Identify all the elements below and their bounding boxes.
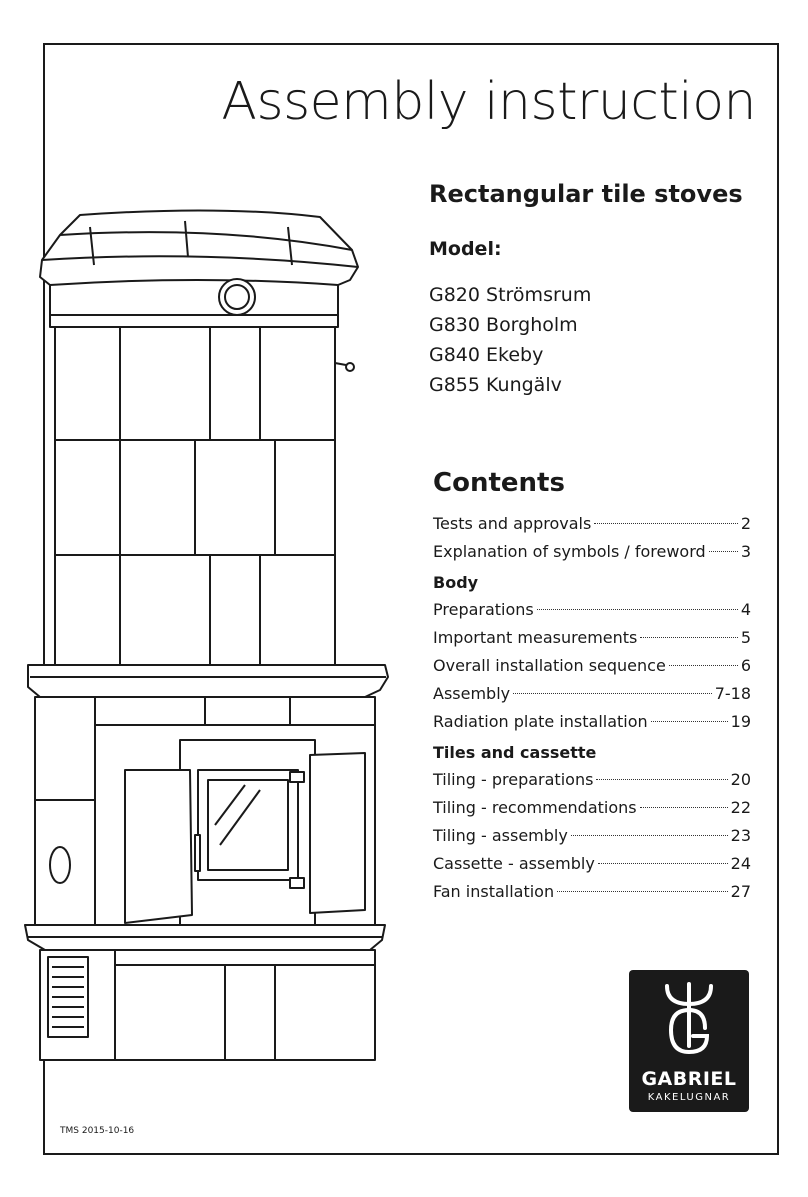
gabriel-logo: GABRIEL KAKELUGNAR <box>629 970 749 1112</box>
model-item: G830 Borgholm <box>429 314 578 336</box>
toc-leader <box>650 721 728 722</box>
toc-leader <box>557 891 728 892</box>
model-list: G820 Strömsrum G830 Borgholm G840 Ekeby … <box>429 280 591 400</box>
toc-label: Tiling - preparations <box>433 770 594 789</box>
toc-entry: Cassette - assembly 24 <box>433 850 751 878</box>
model-item: G855 Kungälv <box>429 374 562 396</box>
toc-label: Assembly <box>433 684 511 703</box>
document-code: TMS 2015-10-16 <box>60 1126 135 1136</box>
toc-entry: Preparations 4 <box>433 596 751 624</box>
toc-entry: Tiling - preparations 20 <box>433 766 751 794</box>
toc-label: Preparations <box>433 600 534 619</box>
model-item: G820 Strömsrum <box>429 284 592 306</box>
toc-entry: Fan installation 27 <box>433 878 751 906</box>
logo-tagline: KAKELUGNAR <box>647 1092 731 1103</box>
toc-page: 6 <box>740 656 751 675</box>
toc-label: Cassette - assembly <box>433 854 595 873</box>
toc-label: Explanation of symbols / foreword <box>433 542 706 561</box>
toc-page: 19 <box>730 712 751 731</box>
toc-page: 23 <box>730 826 751 845</box>
toc-page: 22 <box>730 798 751 817</box>
toc-label: Tests and approvals <box>433 514 592 533</box>
toc-entry: Overall installation sequence 6 <box>433 652 751 680</box>
toc-page: 5 <box>740 628 751 647</box>
toc-page: 20 <box>730 770 751 789</box>
toc-page: 7-18 <box>714 684 751 703</box>
tile-stove-illustration <box>24 209 389 1061</box>
model-item: G840 Ekeby <box>429 344 544 366</box>
logo-brand-name: GABRIEL <box>641 1068 737 1090</box>
toc-label: Radiation plate installation <box>433 712 648 731</box>
toc-page: 27 <box>730 882 751 901</box>
toc-page: 24 <box>730 854 751 873</box>
contents-heading: Contents <box>433 468 565 498</box>
toc-leader <box>668 665 738 666</box>
toc-label: Important measurements <box>433 628 638 647</box>
toc-entry: Tiling - recommendations 22 <box>433 794 751 822</box>
toc-entry: Important measurements 5 <box>433 624 751 652</box>
document-title: Assembly instruction <box>221 72 756 132</box>
toc-leader <box>536 609 738 610</box>
model-heading: Model: <box>429 238 502 260</box>
table-of-contents: Tests and approvals 2 Explanation of symb… <box>433 510 751 906</box>
toc-entry: Radiation plate installation 19 <box>433 708 751 736</box>
toc-section-heading: Tiles and cassette <box>433 743 597 762</box>
toc-leader <box>513 693 712 694</box>
toc-page: 2 <box>740 514 751 533</box>
toc-section-heading: Body <box>433 573 479 592</box>
toc-leader <box>597 863 728 864</box>
toc-leader <box>639 807 728 808</box>
document-subtitle: Rectangular tile stoves <box>429 180 743 208</box>
toc-leader <box>594 523 738 524</box>
toc-label: Fan installation <box>433 882 555 901</box>
toc-entry: Tests and approvals 2 <box>433 510 751 538</box>
toc-leader <box>570 835 728 836</box>
toc-leader <box>640 637 738 638</box>
toc-label: Overall installation sequence <box>433 656 666 675</box>
toc-leader <box>708 551 738 552</box>
toc-label: Tiling - recommendations <box>433 798 637 817</box>
toc-entry: Assembly 7-18 <box>433 680 751 708</box>
toc-entry: Explanation of symbols / foreword 3 <box>433 538 751 566</box>
toc-page: 4 <box>740 600 751 619</box>
gabriel-emblem-icon <box>665 982 713 1055</box>
toc-leader <box>596 779 728 780</box>
toc-label: Tiling - assembly <box>433 826 568 845</box>
toc-entry: Tiling - assembly 23 <box>433 822 751 850</box>
toc-page: 3 <box>740 542 751 561</box>
